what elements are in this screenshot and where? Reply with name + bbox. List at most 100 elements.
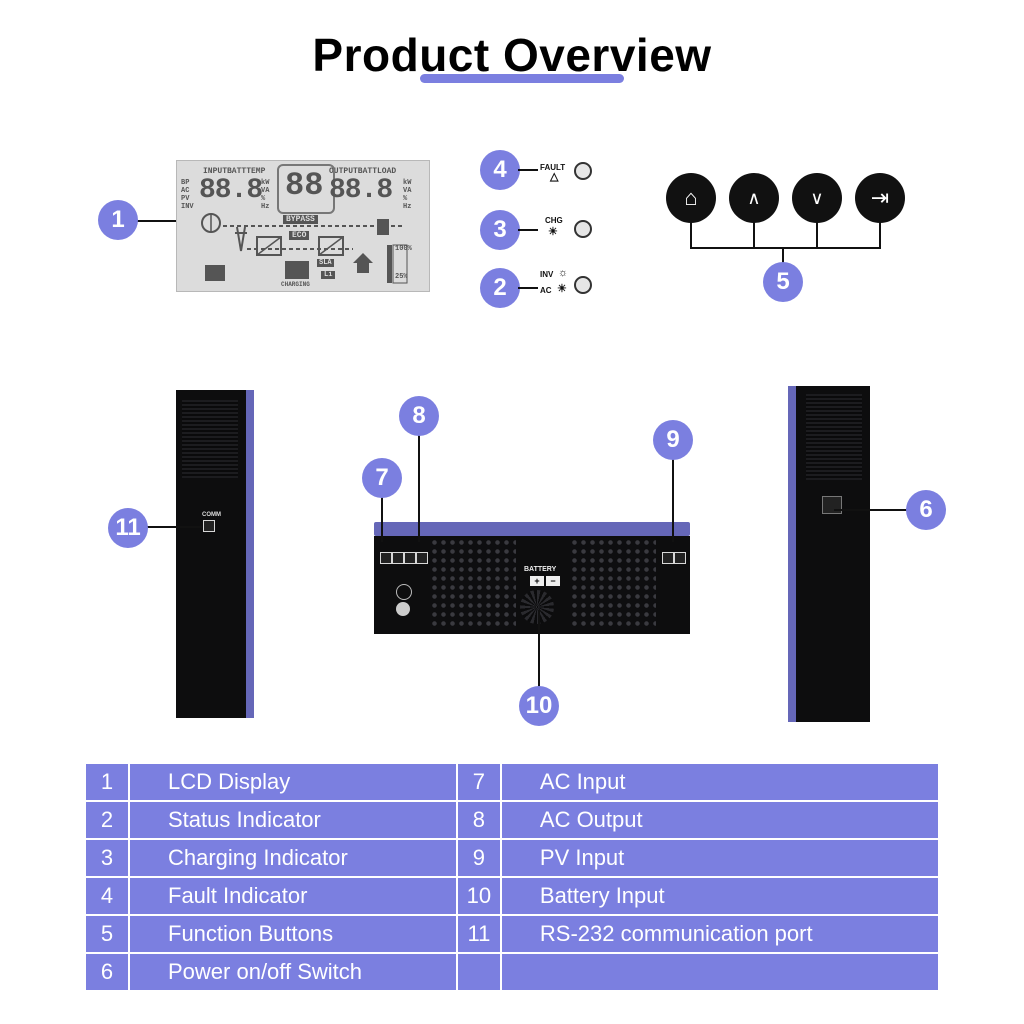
comm-label: COMM [202,512,221,518]
battery-fan [520,590,554,624]
callout-5: 5 [763,262,803,302]
ac-out-port-2 [416,552,428,564]
legend-label-2: PV Input [499,838,941,878]
status-led [574,276,592,294]
battery-plus: + [530,576,544,586]
fault-label: FAULT [540,163,566,172]
lcd-pct100: 100% [395,245,412,253]
chg-led [574,220,592,238]
ac-light-icon: ☀ [557,283,567,295]
callout-9: 9 [653,420,693,460]
callout-line-6 [834,509,908,511]
callout-line-5b [753,222,755,248]
lcd-tags: BP AC PV INV [181,179,195,211]
right-side-unit [796,386,870,722]
callout-line-1 [130,220,176,222]
lcd-bypass: BYPASS [283,215,318,224]
legend-number-2: 11 [455,914,502,954]
legend-label: Status Indicator [128,800,458,840]
up-chevron-icon[interactable]: ∧ [729,173,779,223]
legend-label-2: AC Output [499,800,941,840]
legend-label: Function Buttons [128,914,458,954]
legend-number: 3 [84,838,130,878]
fault-led [574,162,592,180]
legend-label: LCD Display [128,762,458,802]
page-title: Product Overview [312,29,712,81]
lcd-tag-pv: PV [181,195,190,203]
callout-3: 3 [480,210,520,250]
battery-label: BATTERY [524,566,557,573]
legend-label-2: AC Input [499,762,941,802]
callout-line-3 [518,229,538,231]
pv-port-2 [674,552,686,564]
lcd-tag-inv: INV [181,203,194,211]
left-side-panel-edge [246,390,254,718]
legend-label-2: Battery Input [499,876,941,916]
legend-label: Power on/off Switch [128,952,458,992]
callout-7: 7 [362,458,402,498]
legend-number-2: 9 [455,838,502,878]
left-vent [182,400,238,478]
pv-port-1 [662,552,674,564]
ground-icon [396,584,412,600]
chg-label: CHG [545,216,563,225]
callout-line-4 [518,169,538,171]
legend-number: 6 [84,952,130,992]
bottom-unit: BATTERY + − [374,536,690,634]
callout-line-9 [672,456,674,542]
ac-in-port-1 [380,552,392,564]
callout-line-7 [381,494,383,542]
lcd-li: Li [321,271,336,279]
lcd-digits-right: 88.8 [329,175,393,206]
callout-line-11 [146,526,202,528]
legend-label-2 [499,952,941,992]
chg-light-icon: ☀ [548,226,558,238]
lcd-tag-bp: BP [181,179,190,187]
lcd-sla: SLA [317,259,334,267]
callout-line-5d [879,222,881,248]
home-icon[interactable]: ⌂ [666,173,716,223]
callout-8: 8 [399,396,439,436]
legend-number-2 [455,952,502,992]
legend-number: 4 [84,876,130,916]
legend-number: 1 [84,762,130,802]
down-chevron-icon[interactable]: ∨ [792,173,842,223]
grille-right [570,538,656,630]
lcd-center-frame [277,164,335,214]
comm-port [203,520,215,532]
lcd-tag-ac: AC [181,187,190,195]
callout-line-10 [538,610,540,690]
legend-label: Charging Indicator [128,838,458,878]
power-switch[interactable] [822,496,842,514]
inv-light-icon: ☼ [558,267,569,279]
lcd-digits-mid: 88 [285,167,324,204]
enter-icon[interactable]: ⇥ [855,173,905,223]
lcd-units-right: kW VA % Hz [403,179,412,211]
lcd-digits-left: 88.8 [199,175,263,206]
left-side-unit: COMM [176,390,246,718]
right-vent [806,394,862,480]
callout-line-2 [518,287,538,289]
callout-line-5a [690,222,692,248]
lcd-charging: CHARGING [281,281,310,288]
callout-line-5-stem [782,247,784,263]
legend-number-2: 8 [455,800,502,840]
callout-4: 4 [480,150,520,190]
title-underline [420,74,624,83]
legend-number-2: 7 [455,762,502,802]
ac-label: AC [540,286,552,295]
lcd-pct25: 25% [395,273,408,281]
lcd-eco: ECO [289,231,310,240]
lcd-output-label: OUTPUTBATTLOAD [329,167,397,176]
callout-11: 11 [108,508,148,548]
legend-number: 5 [84,914,130,954]
legend-number: 2 [84,800,130,840]
legend-label: Fault Indicator [128,876,458,916]
callout-line-5c [816,222,818,248]
callout-10: 10 [519,686,559,726]
battery-minus: − [546,576,560,586]
breaker-knob[interactable] [396,602,410,616]
grille-left [430,538,516,630]
